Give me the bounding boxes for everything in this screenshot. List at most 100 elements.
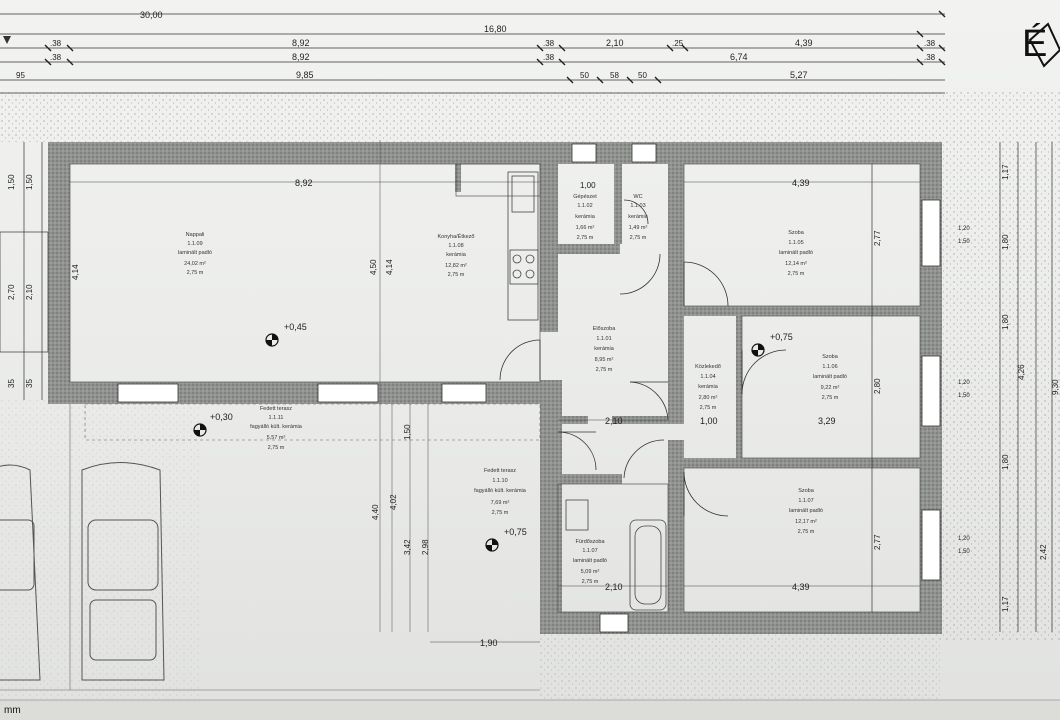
svg-text:laminált padló: laminált padló [779,250,813,256]
svg-text:1.1.02: 1.1.02 [577,203,592,209]
svg-text:8,92: 8,92 [295,178,313,188]
svg-text:1.1.11: 1.1.11 [269,415,284,421]
svg-text:+0,30: +0,30 [210,412,233,422]
svg-text:95: 95 [16,71,25,80]
svg-text:+0,45: +0,45 [284,322,307,332]
svg-text:Szoba: Szoba [822,354,839,360]
svg-text:kerámia: kerámia [594,346,615,352]
svg-text:kerámia: kerámia [698,384,719,390]
svg-text:50: 50 [638,71,647,80]
svg-text:3,29: 3,29 [818,416,836,426]
svg-text:2,10: 2,10 [25,284,34,300]
svg-text:Fürdőszoba: Fürdőszoba [575,539,605,545]
svg-text:+0,75: +0,75 [504,527,527,537]
top-dimension-lines [0,13,945,94]
svg-text:.38: .38 [50,39,62,48]
svg-text:WC: WC [633,194,642,200]
svg-text:.38: .38 [543,53,555,62]
svg-text:1.1.05: 1.1.05 [788,240,803,246]
svg-text:.38: .38 [924,53,936,62]
kitchen-counter [507,171,539,321]
svg-text:4,39: 4,39 [792,178,810,188]
svg-text:2,75 m: 2,75 m [582,579,599,585]
svg-text:2,75 m: 2,75 m [630,235,647,241]
north-arrow-icon: É [1022,22,1060,68]
svg-text:laminált padló: laminált padló [789,508,823,514]
svg-text:2,75 m: 2,75 m [822,395,839,401]
svg-text:5,57 m²: 5,57 m² [267,435,286,441]
svg-text:12,17 m²: 12,17 m² [795,519,817,525]
top-dimension-ticks [44,10,946,84]
svg-text:50: 50 [580,71,589,80]
svg-text:8,92: 8,92 [292,52,310,62]
svg-text:2,75 m: 2,75 m [492,510,509,516]
svg-text:Fedett terasz: Fedett terasz [484,468,516,474]
level-marker-icon: +0,45 [265,322,307,347]
svg-text:laminált padló: laminált padló [178,250,212,256]
svg-text:1.1.08: 1.1.08 [448,243,463,249]
room-label-nappali: Nappali 1.1.09 laminált padló 24,02 m² 2… [178,232,212,276]
svg-text:2,77: 2,77 [873,230,882,246]
svg-text:fagyálló kült. kerámia: fagyálló kült. kerámia [250,424,303,430]
svg-text:5,27: 5,27 [790,70,808,80]
room-label-kozlekedo: Közlekedő 1.1.04 kerámia 2,80 m² 2,75 m [695,364,721,411]
svg-text:1,90: 1,90 [480,638,498,648]
svg-text:2,75 m: 2,75 m [700,405,717,411]
svg-text:9,22 m²: 9,22 m² [821,385,840,391]
svg-text:laminált padló: laminált padló [573,558,607,564]
svg-text:4,26: 4,26 [1017,364,1026,380]
svg-text:2,42: 2,42 [1039,544,1048,560]
svg-text:2,75 m: 2,75 m [798,529,815,535]
svg-text:Közlekedő: Közlekedő [695,364,721,370]
svg-text:1.1.07: 1.1.07 [798,498,813,504]
svg-text:58: 58 [610,71,619,80]
svg-text:1,00: 1,00 [580,181,596,190]
svg-text:1,17: 1,17 [1001,164,1010,180]
svg-text:1,80: 1,80 [1001,234,1010,250]
dim-row2-width: 16,80 [484,24,507,34]
parked-car-right [81,462,165,681]
svg-text:1,80: 1,80 [1001,314,1010,330]
svg-text:9,85: 9,85 [296,70,314,80]
svg-text:Konyha/Étkező: Konyha/Étkező [438,233,475,240]
svg-text:2,80 m²: 2,80 m² [699,395,718,401]
svg-text:4,14: 4,14 [385,259,394,275]
svg-text:35: 35 [7,379,16,388]
svg-text:2,10: 2,10 [605,582,623,592]
svg-text:7,69 m²: 7,69 m² [491,500,510,506]
dim-total-width: 30,00 [140,10,163,20]
svg-text:1.1.01: 1.1.01 [596,336,611,342]
svg-text:1,20: 1,20 [958,536,970,542]
svg-text:1.1.06: 1.1.06 [822,364,837,370]
svg-text:Előszoba: Előszoba [593,326,617,332]
terrace-area [0,140,541,691]
room-label-konyha: Konyha/Étkező 1.1.08 kerámia 12,82 m² 2,… [438,233,475,278]
room-label-wc: WC 1.1.03 kerámia 1,49 m² 2,75 m [628,194,649,241]
svg-text:2,98: 2,98 [421,539,430,555]
svg-text:5,09 m²: 5,09 m² [581,569,600,575]
svg-text:12,14 m²: 12,14 m² [785,261,807,267]
svg-text:4,39: 4,39 [795,38,813,48]
svg-text:1,50: 1,50 [25,174,34,190]
svg-text:kerámia: kerámia [446,252,467,258]
parked-car-left [0,464,41,681]
level-marker-icon: +0,75 [751,332,793,357]
room-outlines [69,163,921,613]
svg-text:8,92: 8,92 [292,38,310,48]
room-label-terasz-2: Fedett terasz 1.1.10 fagyálló kült. kerá… [474,468,527,516]
triangle-marker-icon [3,36,11,44]
room-label-szoba-3: Szoba 1.1.07 laminált padló 12,17 m² 2,7… [789,488,823,535]
svg-text:1,20: 1,20 [958,380,970,386]
svg-text:4,50: 4,50 [369,259,378,275]
svg-text:2,10: 2,10 [605,416,623,426]
svg-text:1.1.10: 1.1.10 [492,478,507,484]
svg-text:2,77: 2,77 [873,534,882,550]
svg-text:Szoba: Szoba [798,488,815,494]
svg-text:4,02: 4,02 [389,494,398,510]
svg-text:kerámia: kerámia [628,214,649,220]
svg-text:.38: .38 [50,53,62,62]
svg-text:.38: .38 [924,39,936,48]
room-label-gepeszet: Gépészet 1.1.02 kerámia 1,66 m² 2,75 m [573,194,597,241]
svg-text:12,82 m²: 12,82 m² [445,263,467,269]
